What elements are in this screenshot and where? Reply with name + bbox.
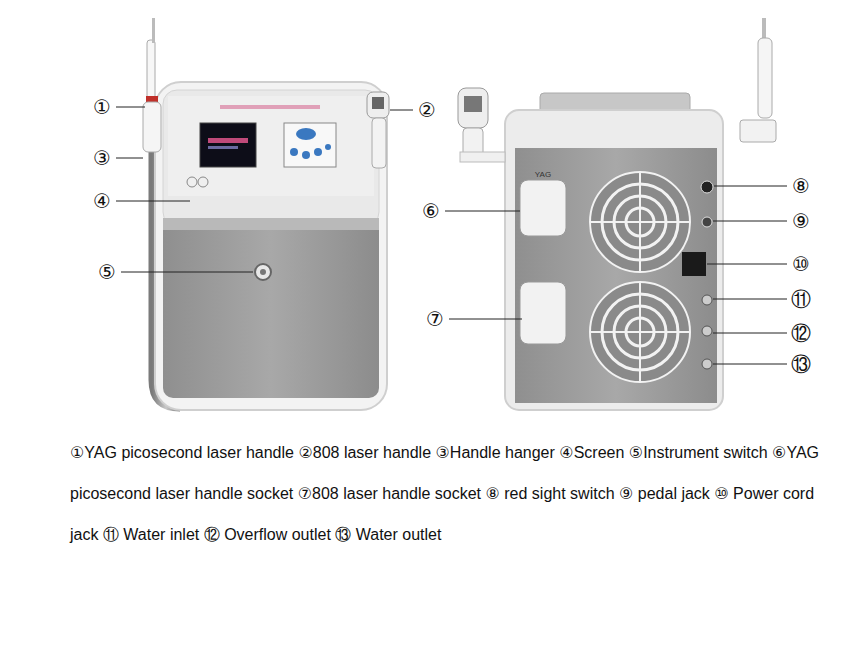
part-description: ⑨ pedal jack (619, 485, 710, 502)
part-description: ⑫ Overflow outlet (204, 526, 331, 543)
part-description: ⑦808 laser handle socket (298, 485, 481, 502)
legend-text: ①YAG picosecond laser handle ②808 laser … (70, 432, 835, 555)
callout-number: ① (93, 96, 111, 118)
front-view (143, 18, 389, 410)
part-description: ⑧ red sight switch (486, 485, 615, 502)
callout-number: ③ (93, 147, 111, 169)
callout-number: ② (418, 99, 436, 121)
socket-marking: YAG (535, 170, 551, 179)
part-description: ⑬ Water outlet (335, 526, 441, 543)
callout-number: ⑬ (791, 353, 811, 375)
part-description: ④Screen (559, 444, 624, 461)
part-description: ⑪ Water inlet (103, 526, 199, 543)
back-view (458, 18, 776, 410)
callout-number: ⑧ (792, 175, 810, 197)
callout-number: ⑥ (422, 200, 440, 222)
callout-number: ⑪ (791, 288, 811, 310)
part-description: ③Handle hanger (436, 444, 555, 461)
leader-lines (116, 107, 787, 364)
part-description: ②808 laser handle (298, 444, 431, 461)
callout-number: ⑩ (792, 253, 810, 275)
callout-number: ⑤ (98, 261, 116, 283)
callout-number: ⑦ (426, 308, 444, 330)
part-description: ⑤Instrument switch (629, 444, 768, 461)
callout-number: ⑨ (792, 210, 810, 232)
callout-number: ⑫ (791, 322, 811, 344)
callout-number: ④ (93, 190, 111, 212)
part-description: ①YAG picosecond laser handle (70, 444, 294, 461)
